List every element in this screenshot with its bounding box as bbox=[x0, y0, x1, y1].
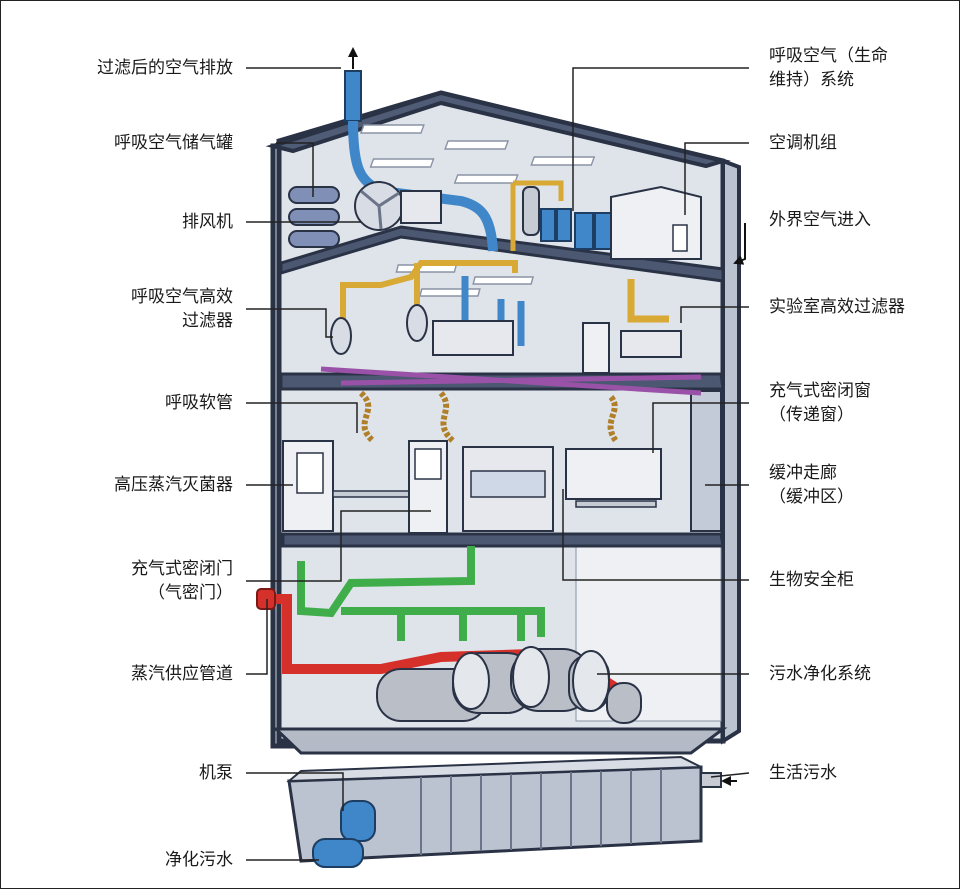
label-outside-air-in: 外界空气进入 bbox=[769, 208, 871, 232]
label-air-conditioner: 空调机组 bbox=[769, 131, 837, 155]
label-line: 实验室高效过滤器 bbox=[769, 297, 905, 317]
label-effluent-treatment: 污水净化系统 bbox=[769, 662, 871, 686]
leader-airtight-door bbox=[246, 510, 431, 582]
leader-breathing-air-hepa bbox=[246, 308, 333, 338]
label-exhaust-fan: 排风机 bbox=[182, 210, 233, 234]
label-line: 充气式密闭窗 bbox=[769, 381, 871, 401]
label-line: 生活污水 bbox=[769, 763, 837, 783]
label-line: 外界空气进入 bbox=[769, 210, 871, 230]
label-line: 呼吸空气储气罐 bbox=[114, 133, 233, 153]
label-domestic-sewage: 生活污水 bbox=[769, 761, 837, 785]
label-line: 呼吸空气（生命 bbox=[769, 46, 888, 66]
label-biosafety-cabinet: 生物安全柜 bbox=[769, 568, 854, 592]
label-breathing-air-hepa: 呼吸空气高效 过滤器 bbox=[131, 285, 233, 333]
label-line: 维持）系统 bbox=[769, 70, 854, 90]
label-breathing-hose: 呼吸软管 bbox=[165, 391, 233, 415]
label-line: 空调机组 bbox=[769, 133, 837, 153]
top-floor-equipment bbox=[288, 120, 702, 260]
outside-air-arrow bbox=[733, 223, 746, 265]
label-treated-wastewater: 净化污水 bbox=[165, 848, 233, 872]
label-life-support: 呼吸空气（生命 维持）系统 bbox=[769, 44, 888, 92]
lab-floor-equipment bbox=[282, 390, 662, 534]
leader-air-conditioner bbox=[684, 142, 749, 215]
exhaust-stack bbox=[344, 47, 362, 122]
leader-pass-box bbox=[652, 402, 749, 453]
label-line: 排风机 bbox=[182, 212, 233, 232]
basement-sewage-tank bbox=[286, 755, 737, 868]
label-pump: 机泵 bbox=[199, 761, 233, 785]
label-line: （气密门） bbox=[148, 583, 233, 603]
label-line: 过滤器 bbox=[182, 311, 233, 331]
label-line: 净化污水 bbox=[165, 850, 233, 870]
label-line: 机泵 bbox=[199, 763, 233, 783]
label-line: 蒸汽供应管道 bbox=[131, 664, 233, 684]
leader-domestic-sewage bbox=[710, 772, 750, 778]
label-line: 高压蒸汽灭菌器 bbox=[114, 475, 233, 495]
leader-life-support bbox=[572, 67, 749, 211]
filter-floor-equipment bbox=[320, 260, 702, 396]
leader-steam-pipe bbox=[246, 599, 268, 675]
label-line: 缓冲走廊 bbox=[769, 463, 837, 483]
label-buffer-corridor: 缓冲走廊 （缓冲区） bbox=[769, 461, 854, 509]
leader-breathing-air-tank bbox=[276, 142, 314, 197]
label-line: 呼吸软管 bbox=[165, 393, 233, 413]
label-pass-box: 充气式密闭窗 （传递窗） bbox=[769, 379, 871, 427]
leader-breathing-hose bbox=[246, 402, 358, 433]
leader-pump bbox=[246, 772, 344, 811]
label-breathing-air-tank: 呼吸空气储气罐 bbox=[114, 131, 233, 155]
label-autoclave: 高压蒸汽灭菌器 bbox=[114, 473, 233, 497]
label-line: 污水净化系统 bbox=[769, 664, 871, 684]
label-airtight-door: 充气式密闭门 （气密门） bbox=[131, 557, 233, 605]
label-line: （传递窗） bbox=[769, 405, 854, 425]
leader-lines bbox=[246, 67, 750, 861]
effluent-floor-equipment bbox=[256, 546, 642, 724]
label-filtered-air-exhaust: 过滤后的空气排放 bbox=[97, 56, 233, 80]
label-line: 过滤后的空气排放 bbox=[97, 58, 233, 78]
label-line: 充气式密闭门 bbox=[131, 559, 233, 579]
label-lab-hepa: 实验室高效过滤器 bbox=[769, 295, 905, 319]
label-steam-pipe: 蒸汽供应管道 bbox=[131, 662, 233, 686]
label-line: 生物安全柜 bbox=[769, 570, 854, 590]
leader-biosafety-cabinet bbox=[562, 489, 749, 581]
leader-lab-hepa bbox=[680, 306, 749, 323]
label-line: （缓冲区） bbox=[769, 487, 854, 507]
label-line: 呼吸空气高效 bbox=[131, 287, 233, 307]
